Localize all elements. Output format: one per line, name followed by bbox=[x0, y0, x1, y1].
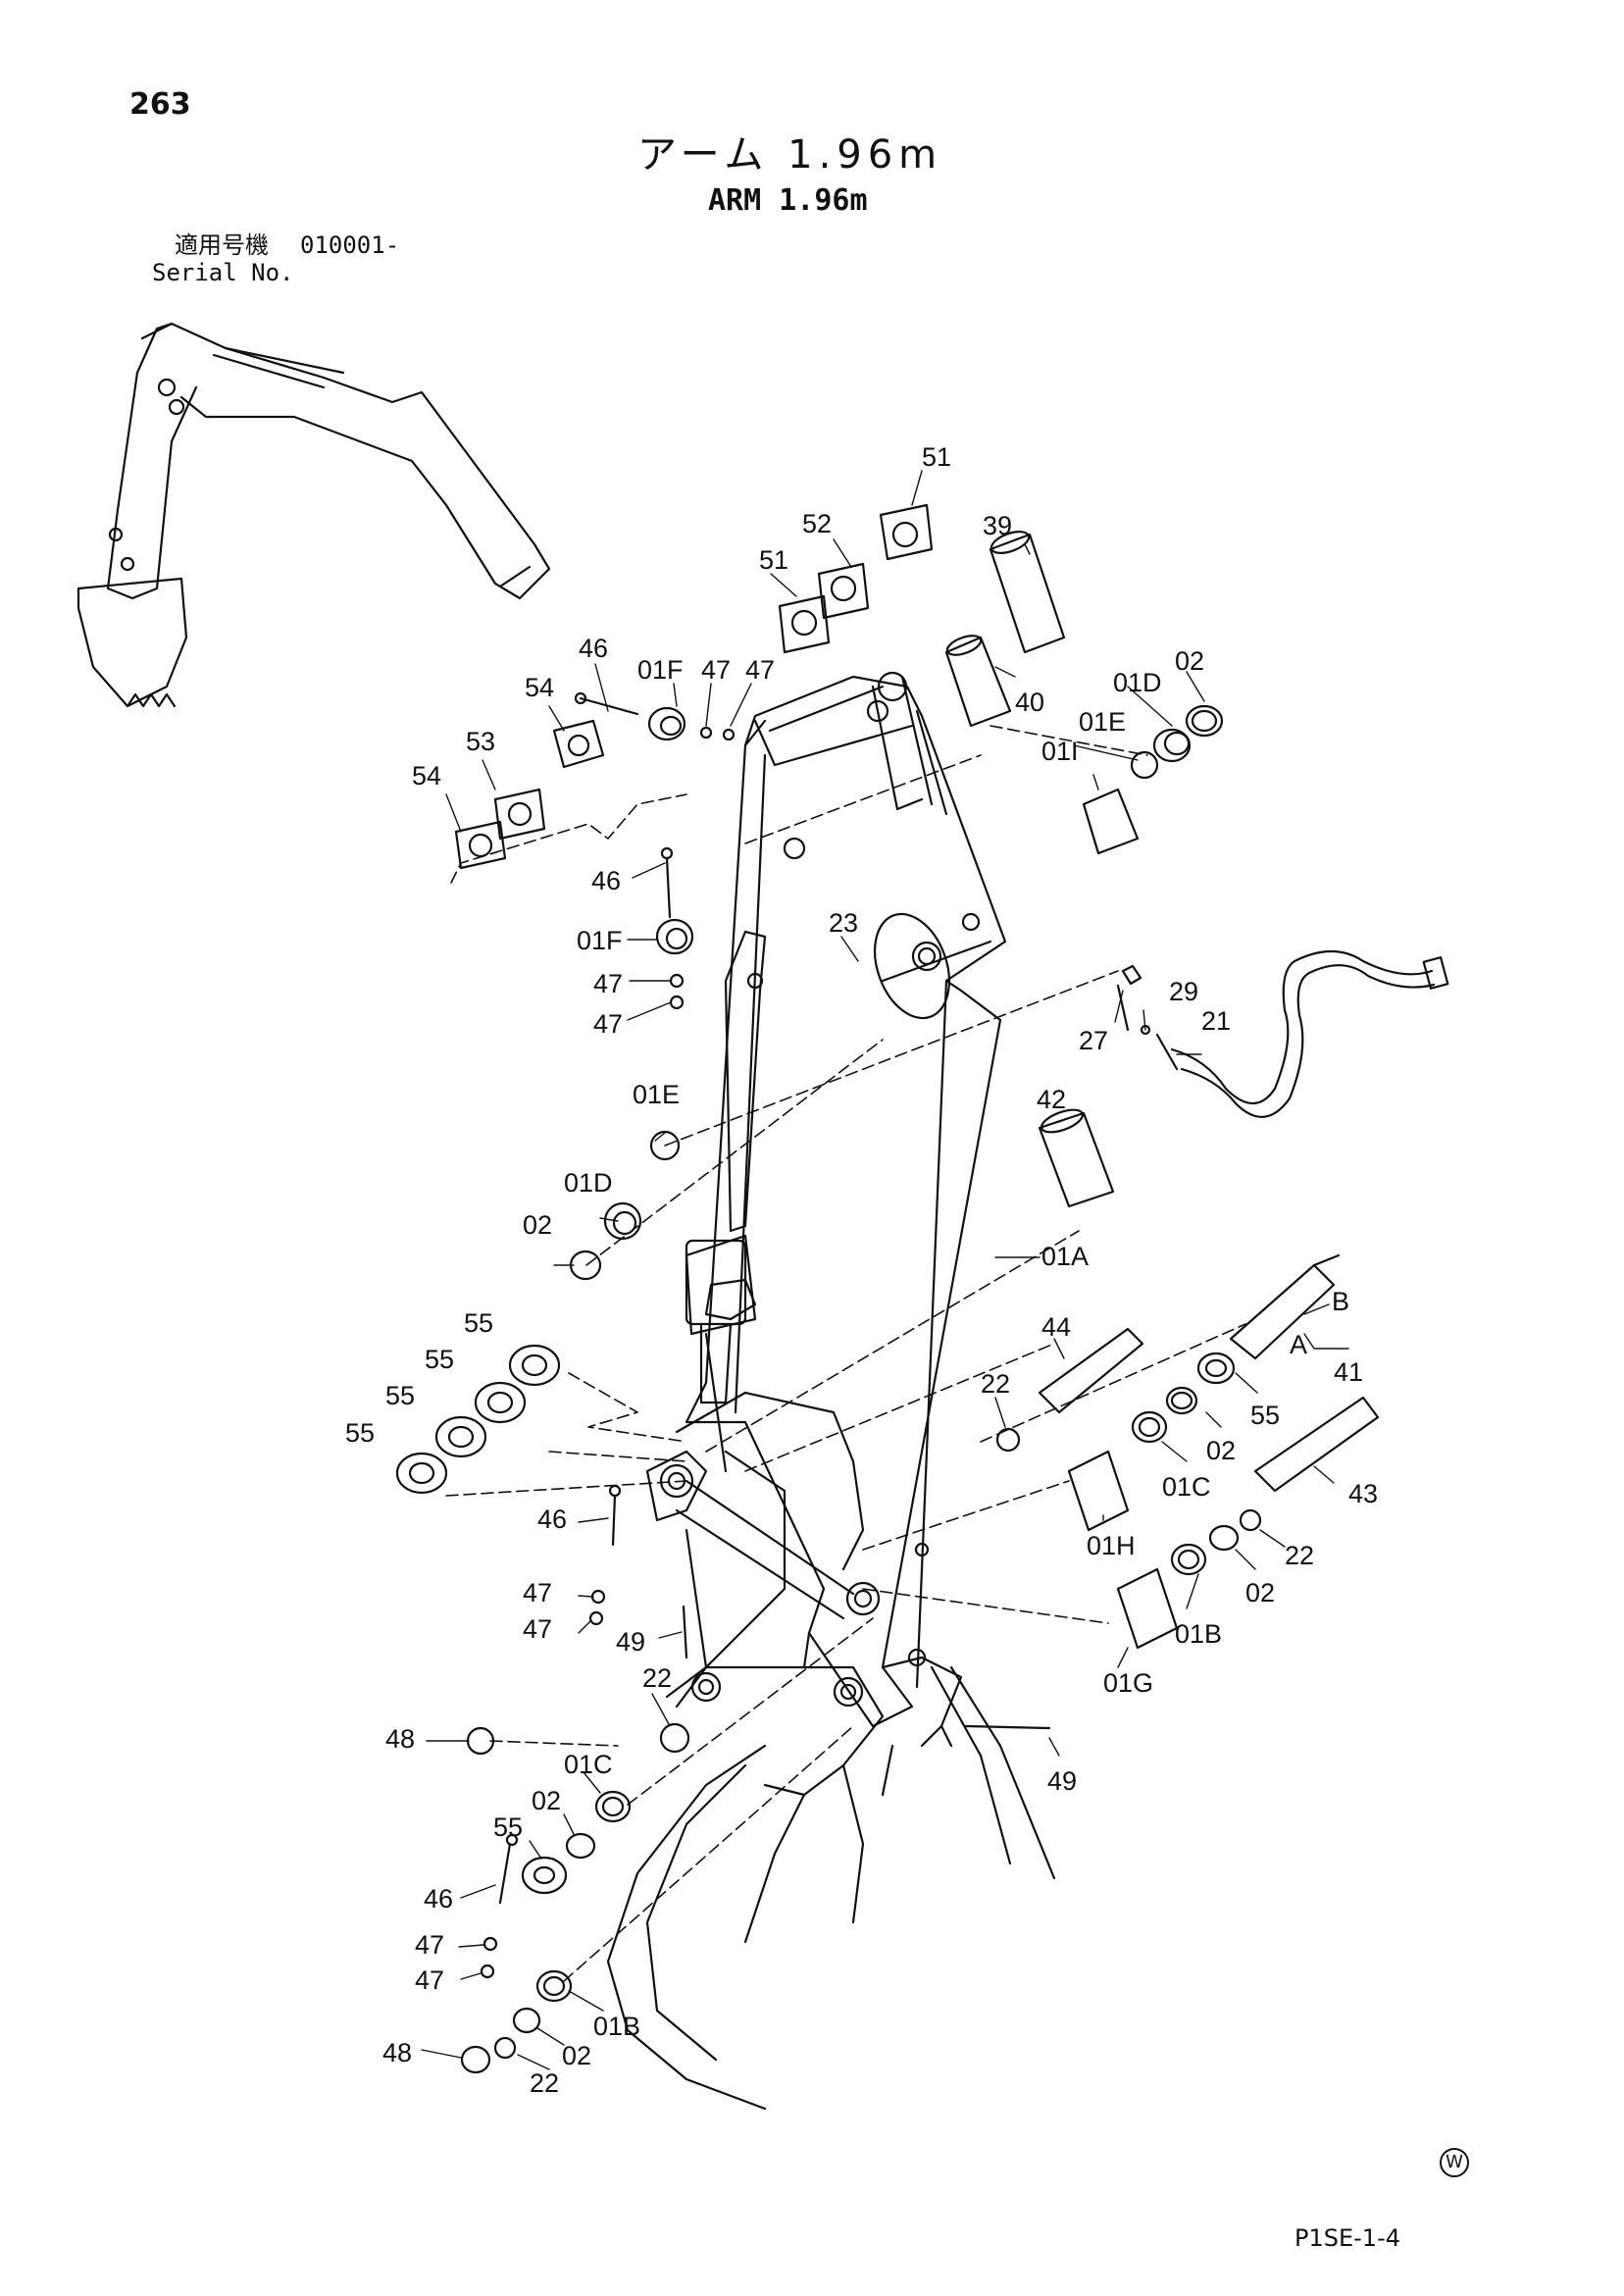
callout-label: 47 bbox=[701, 655, 731, 685]
callout-label: 27 bbox=[1079, 1026, 1108, 1055]
callout-label: 55 bbox=[493, 1812, 523, 1842]
callout-label: 55 bbox=[464, 1308, 493, 1338]
callout-label: 47 bbox=[745, 655, 775, 685]
title-japanese: アーム 1.96m bbox=[637, 132, 943, 178]
callout-label: 48 bbox=[382, 2038, 412, 2067]
callout-label: 01G bbox=[1103, 1668, 1153, 1698]
callout-label: 46 bbox=[579, 634, 608, 663]
serial-label-english: Serial No. bbox=[152, 259, 294, 286]
page-number: 263 bbox=[129, 87, 191, 122]
callout-label: 55 bbox=[425, 1345, 454, 1374]
callout-label: 01E bbox=[633, 1080, 680, 1109]
callout-label: 23 bbox=[829, 908, 858, 938]
callout-label: 02 bbox=[562, 2041, 591, 2070]
callout-label: 22 bbox=[642, 1663, 672, 1693]
leader-lines bbox=[421, 470, 1349, 2070]
callout-label: 01I bbox=[1041, 737, 1079, 766]
callout-label: 02 bbox=[532, 1786, 561, 1815]
serial-label-japanese: 適用号機 bbox=[175, 231, 269, 259]
w-mark-icon: W bbox=[1440, 2148, 1469, 2177]
callout-label: 47 bbox=[523, 1614, 552, 1644]
callout-label: 49 bbox=[616, 1627, 645, 1657]
serial-number-value: 010001- bbox=[300, 231, 400, 259]
title-english: ARM 1.96m bbox=[708, 183, 868, 218]
callout-label: 47 bbox=[415, 1930, 444, 1960]
callout-label: 51 bbox=[922, 442, 951, 472]
callout-label: 39 bbox=[983, 511, 1012, 540]
callout-label: 01F bbox=[637, 655, 684, 685]
callout-label: 02 bbox=[1245, 1578, 1275, 1607]
callout-label: 40 bbox=[1015, 688, 1044, 717]
callout-label: 53 bbox=[466, 727, 495, 756]
arm-cylinder bbox=[685, 930, 767, 1404]
callout-label: 47 bbox=[593, 1009, 623, 1039]
callout-label: 01E bbox=[1079, 707, 1126, 737]
callout-label: 22 bbox=[530, 2068, 559, 2098]
callout-label: 01F bbox=[577, 926, 623, 955]
callout-label: 01C bbox=[1162, 1472, 1211, 1502]
callout-label: 01A bbox=[1041, 1242, 1089, 1271]
callout-label: 02 bbox=[1175, 646, 1204, 676]
callout-label: 44 bbox=[1041, 1312, 1071, 1342]
callout-label: 55 bbox=[1250, 1401, 1280, 1430]
hose-assembly bbox=[1116, 950, 1449, 1118]
callout-label: 46 bbox=[591, 866, 621, 895]
callout-label: 01H bbox=[1087, 1531, 1136, 1560]
callout-label: 22 bbox=[1285, 1541, 1314, 1570]
callout-label: 01B bbox=[1175, 1619, 1222, 1649]
excavator-thumbnail bbox=[76, 322, 551, 708]
phantom-lines bbox=[445, 725, 1246, 1982]
callout-label: B bbox=[1332, 1287, 1349, 1316]
callout-label: 29 bbox=[1169, 977, 1198, 1006]
callout-label: 54 bbox=[525, 673, 554, 702]
callout-label: 48 bbox=[385, 1724, 415, 1754]
callout-label: 47 bbox=[415, 1965, 444, 1995]
callout-label: 46 bbox=[424, 1884, 453, 1913]
callout-label: 55 bbox=[385, 1381, 415, 1410]
drawing-code: P1SE-1-4 bbox=[1294, 2224, 1400, 2252]
callout-label: 42 bbox=[1037, 1085, 1066, 1114]
callout-label: 46 bbox=[537, 1505, 567, 1534]
callout-label: 01D bbox=[1113, 668, 1162, 697]
callout-labels: 51 52 51 39 40 46 01F 47 47 54 53 54 01D… bbox=[345, 442, 1378, 2098]
callout-label: 55 bbox=[345, 1418, 375, 1448]
callout-label: 21 bbox=[1201, 1006, 1231, 1036]
callout-label: 02 bbox=[1206, 1436, 1236, 1465]
callout-label: A bbox=[1290, 1330, 1307, 1359]
callout-label: 02 bbox=[523, 1210, 552, 1240]
callout-label: 47 bbox=[523, 1578, 552, 1607]
callout-label: 52 bbox=[802, 509, 832, 538]
callout-label: 49 bbox=[1047, 1766, 1077, 1796]
pins-and-bushings bbox=[395, 503, 1380, 2074]
callout-label: 01B bbox=[593, 2012, 640, 2041]
callout-label: 22 bbox=[981, 1369, 1010, 1399]
callout-label: 01D bbox=[564, 1168, 613, 1198]
callout-label: 51 bbox=[759, 545, 788, 575]
callout-label: 54 bbox=[412, 761, 441, 791]
callout-label: 41 bbox=[1334, 1357, 1363, 1387]
callout-label: 01C bbox=[564, 1750, 613, 1779]
callout-label: 43 bbox=[1348, 1479, 1378, 1508]
callout-label: 47 bbox=[593, 969, 623, 998]
